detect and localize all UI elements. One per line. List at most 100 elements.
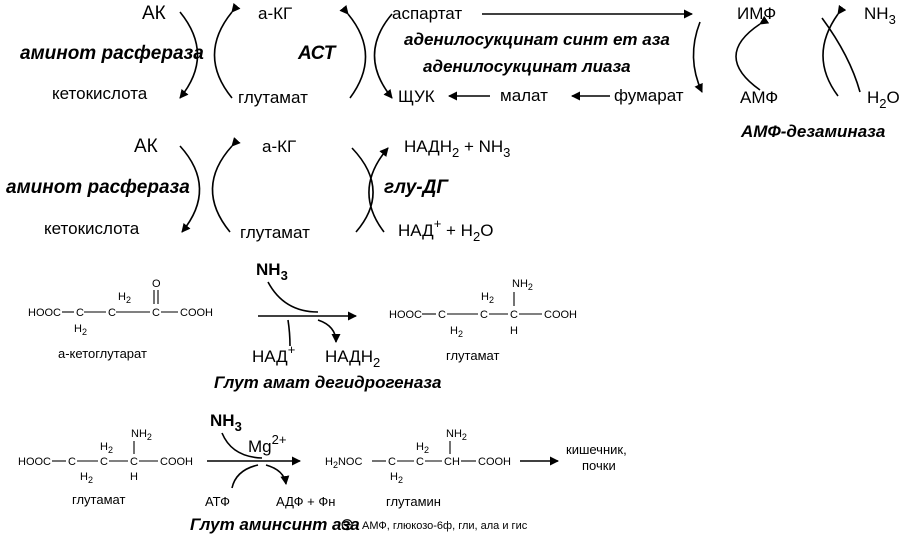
nh3-label: NH3 bbox=[864, 4, 896, 27]
product-nh2: NH2 bbox=[512, 278, 533, 292]
destination-line2: почки bbox=[582, 458, 616, 473]
product-ch: CH bbox=[444, 456, 460, 468]
substrate-c3: C bbox=[130, 456, 138, 468]
substrate-h: H bbox=[130, 471, 138, 483]
inhibitors-list: АМФ, глюкозо-6ф, гли, ала и гис bbox=[362, 520, 528, 532]
product-c2: C bbox=[480, 309, 488, 321]
aspartate-label: аспартат bbox=[392, 4, 462, 23]
glutamate-structure: HOOC C H2 C H2 C NH2 H COOH bbox=[389, 278, 577, 339]
nadh-outgoing-curve bbox=[317, 319, 341, 343]
alpha-ketoglutarate-structure: HOOC C H2 C H2 C O COOH bbox=[28, 278, 213, 337]
nadh-label: НАДН2 bbox=[325, 347, 380, 370]
glutamate-product-name: глутамат bbox=[446, 348, 499, 363]
substrate-hooc: HOOC bbox=[18, 456, 51, 468]
product-nh2: NH2 bbox=[446, 428, 467, 442]
malate-label: малат bbox=[500, 86, 548, 105]
substrate-c3: C bbox=[152, 307, 160, 319]
ketoacid-label: кетокислота bbox=[52, 84, 148, 103]
product-c3: C bbox=[510, 309, 518, 321]
nad-incoming-curve bbox=[287, 319, 291, 347]
glutamate-dehydrogenase-short-label: глу-ДГ bbox=[384, 177, 449, 198]
nad-label: НАД+ bbox=[252, 342, 295, 366]
substrate-c2: C bbox=[108, 307, 116, 319]
amp-label: АМФ bbox=[740, 88, 778, 107]
fumarate-branch-arc bbox=[692, 21, 703, 93]
substrate-h2-upper: H2 bbox=[118, 291, 131, 305]
product-h2-lower: H2 bbox=[390, 471, 403, 485]
product-c1: C bbox=[388, 456, 396, 468]
adenylosuccinate-lyase-label: аденилосукцинат лиаза bbox=[423, 57, 631, 76]
glutamine-product-name: глутамин bbox=[386, 494, 441, 509]
product-c1: C bbox=[438, 309, 446, 321]
product-h2-upper: H2 bbox=[416, 441, 429, 455]
glutamate-dehydrogenase-reaction: HOOC C H2 C H2 C O COOH а-кетоглутарат N… bbox=[28, 260, 577, 392]
imp-label: ИМФ bbox=[737, 4, 776, 23]
substrate-c2: C bbox=[100, 456, 108, 468]
nadh-nh3-label: НАДН2 + NH3 bbox=[404, 137, 510, 160]
substrate-cooh: COOH bbox=[180, 307, 213, 319]
gdh-arc-right bbox=[368, 147, 389, 233]
alpha-ketoglutarate-label-2: а-КГ bbox=[262, 137, 296, 156]
nad-water-label: НАД+ + H2O bbox=[398, 216, 493, 244]
product-h2-lower: H2 bbox=[450, 325, 463, 339]
substrate-cooh: COOH bbox=[160, 456, 193, 468]
nh3-incoming-curve bbox=[267, 281, 319, 313]
glutamine-structure: H2NOC C H2 C H2 CH NH2 COOH bbox=[325, 428, 511, 485]
transamination2-arc-right bbox=[211, 137, 241, 233]
product-h2-upper: H2 bbox=[481, 291, 494, 305]
ast-arc-left bbox=[339, 4, 367, 99]
nh3-reagent-label: NH3 bbox=[256, 260, 288, 283]
glutamate-label-2: глутамат bbox=[240, 223, 310, 242]
ketoacid-label-2: кетокислота bbox=[44, 219, 140, 238]
destination-line1: кишечник, bbox=[566, 442, 627, 457]
substrate-h2-lower: H2 bbox=[74, 323, 87, 337]
oxaloacetate-label: ЩУК bbox=[398, 87, 435, 106]
water-label: H2O bbox=[867, 88, 900, 111]
ast-enzyme-label: АСТ bbox=[297, 43, 337, 64]
fumarate-label: фумарат bbox=[614, 86, 684, 105]
product-cooh: COOH bbox=[544, 309, 577, 321]
glutamate-label: глутамат bbox=[238, 88, 308, 107]
amp-deaminase-label: АМФ-дезаминаза bbox=[740, 122, 885, 141]
amino-acid-label: АК bbox=[142, 3, 166, 24]
imp-amp-arc-mid bbox=[822, 4, 847, 97]
gdh-arc-left bbox=[351, 147, 374, 233]
adenylosuccinate-synthetase-label: аденилосукцинат синт ет аза bbox=[404, 30, 670, 49]
glutamate-dehydrogenase-label: Глут амат дегидрогеназа bbox=[214, 373, 441, 392]
amino-acid-label-2: АК bbox=[134, 136, 158, 157]
substrate-hooc: HOOC bbox=[28, 307, 61, 319]
substrate-c1: C bbox=[76, 307, 84, 319]
nh3-reagent-label: NH3 bbox=[210, 411, 242, 434]
imp-amp-arc-left bbox=[735, 15, 770, 91]
product-h: H bbox=[510, 325, 518, 337]
product-c2: C bbox=[416, 456, 424, 468]
purine-nucleotide-cycle: аспартат ИМФ NH3 аденилосукцинат синт ет… bbox=[392, 4, 900, 141]
glutamate-substrate-name: глутамат bbox=[72, 492, 125, 507]
substrate-oxygen: O bbox=[152, 278, 161, 290]
product-cooh: COOH bbox=[478, 456, 511, 468]
substrate-h2-lower: H2 bbox=[80, 471, 93, 485]
substrate-nh2: NH2 bbox=[131, 428, 152, 442]
nh3-incoming-curve bbox=[221, 432, 263, 459]
atp-label: АТФ bbox=[205, 494, 230, 509]
glutamine-synthetase-label: Глут аминсинт аза bbox=[190, 515, 360, 534]
product-h2noc: H2NOC bbox=[325, 456, 362, 470]
glutamate-substrate-structure: HOOC C H2 C H2 C NH2 H COOH bbox=[18, 428, 193, 485]
substrate-c1: C bbox=[68, 456, 76, 468]
oxidative-deamination-cycle: АК а-КГ НАДН2 + NH3 аминот расфераза глу… bbox=[6, 136, 510, 244]
magnesium-cofactor-label: Mg2+ bbox=[248, 432, 286, 456]
transamination-cycle-row1: АК а-КГ аминот расфераза АСТ кетокислота… bbox=[20, 2, 393, 107]
transamination-arc-left bbox=[179, 11, 199, 99]
aminotransferase-enzyme-label: аминот расфераза bbox=[20, 43, 204, 64]
aminotransferase-enzyme-label-2: аминот расфераза bbox=[6, 177, 190, 198]
glutamine-synthetase-reaction: HOOC C H2 C H2 C NH2 H COOH глутамат NH3… bbox=[18, 411, 627, 534]
alpha-ketoglutarate-label: а-КГ bbox=[258, 4, 292, 23]
water-arc bbox=[821, 17, 861, 93]
substrate-h2-upper: H2 bbox=[100, 441, 113, 455]
alpha-ketoglutarate-name: а-кетоглутарат bbox=[58, 346, 147, 361]
ast-arc-right bbox=[373, 13, 393, 99]
adp-pi-label: АДФ + Фн bbox=[276, 494, 335, 509]
transamination2-arc-left bbox=[179, 145, 201, 233]
adp-outgoing-curve bbox=[265, 464, 290, 485]
